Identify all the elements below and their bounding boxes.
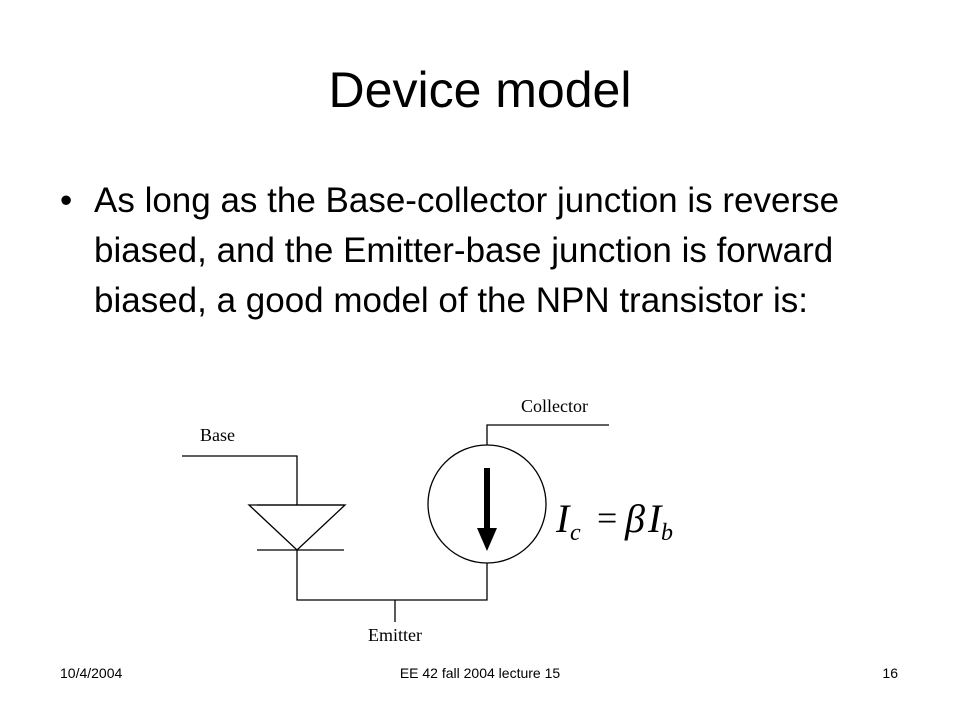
- formula-lhs-subscript: c: [570, 520, 581, 546]
- footer-course: EE 42 fall 2004 lecture 15: [399, 665, 561, 681]
- diode-triangle: [247, 504, 347, 551]
- bullet-dot-icon: •: [60, 181, 73, 220]
- current-source-circle: [427, 444, 547, 564]
- emitter-bus-wire: [296, 550, 488, 601]
- formula-rhs-subscript: b: [661, 520, 673, 546]
- collector-wire: [486, 424, 609, 445]
- bullet-text: As long as the Base-collector junction i…: [94, 181, 840, 320]
- formula-lhs: I: [555, 496, 571, 541]
- base-label: Base: [200, 425, 235, 445]
- bullet-list: • As long as the Base-collector junction…: [60, 176, 880, 326]
- collector-label: Collector: [521, 396, 588, 416]
- formula-equals: =: [597, 498, 617, 538]
- emitter-label: Emitter: [368, 625, 422, 645]
- footer-date: 10/4/2004: [60, 665, 123, 681]
- formula-beta: β: [624, 496, 645, 541]
- current-source-arrow-icon: [477, 528, 497, 551]
- slide-title: Device model: [328, 62, 632, 118]
- base-wire: [182, 455, 298, 505]
- footer-page-number: 16: [882, 665, 898, 681]
- formula-rhs: I: [647, 496, 663, 541]
- bullet-item: • As long as the Base-collector junction…: [60, 176, 880, 326]
- circuit-wires: [182, 424, 609, 622]
- current-formula: I c = β I b: [555, 496, 673, 546]
